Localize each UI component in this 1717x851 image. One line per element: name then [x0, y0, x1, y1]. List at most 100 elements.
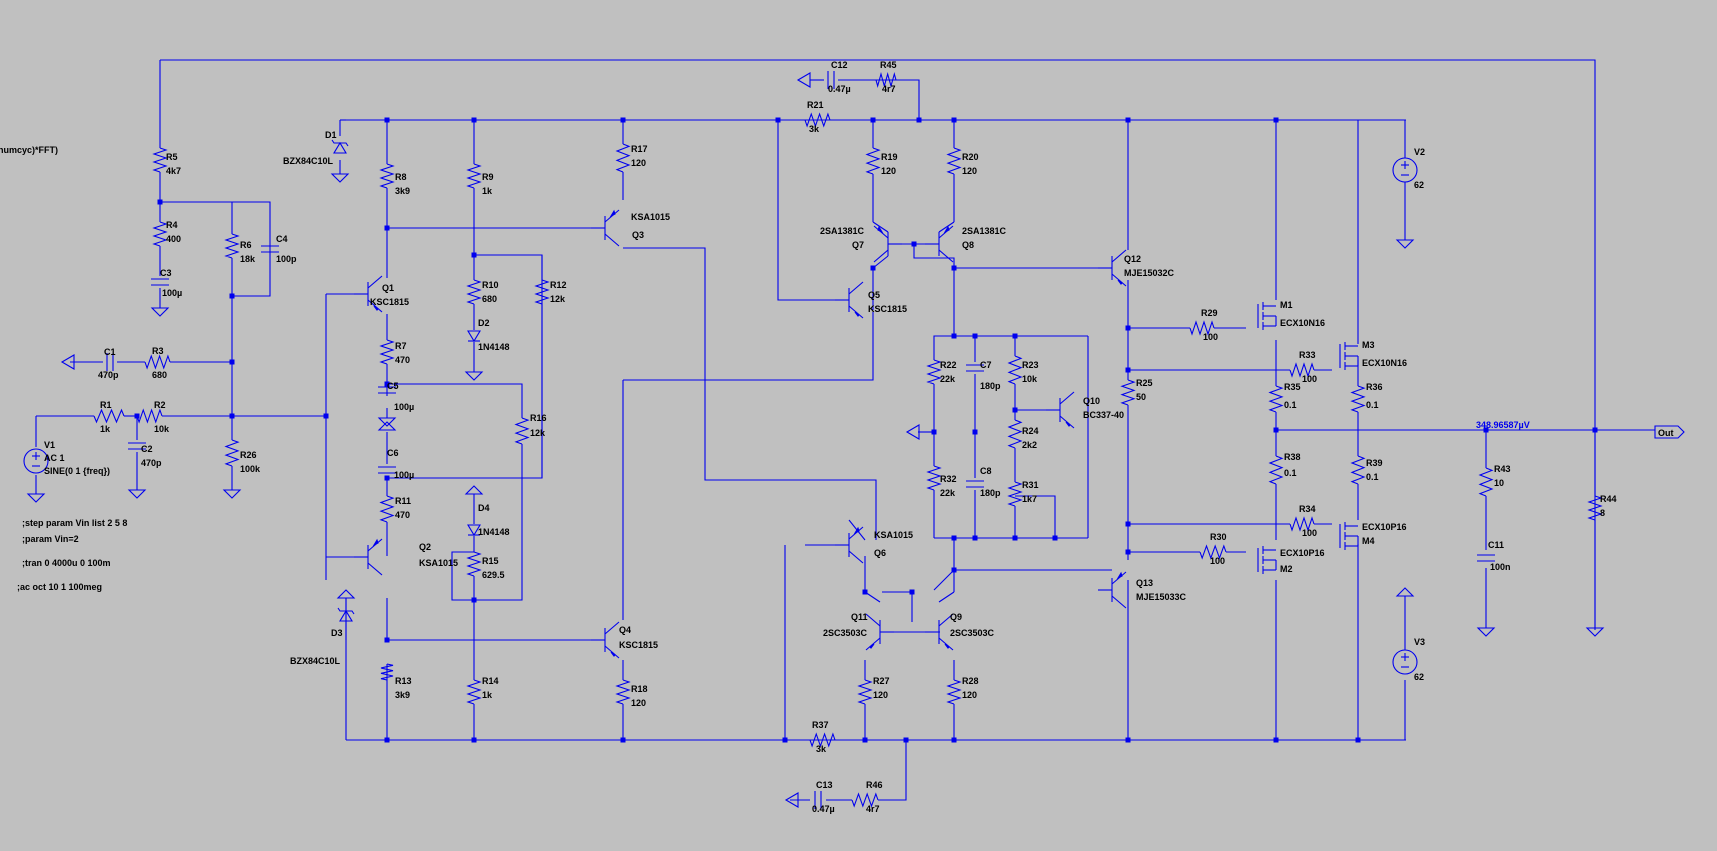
resistor-r12[interactable] [534, 279, 550, 305]
label-ref-r43[interactable]: R43 [1494, 464, 1511, 474]
resistor-r8[interactable] [379, 163, 395, 189]
label-value-q2[interactable]: KSA1015 [419, 558, 458, 568]
capacitor-c6[interactable] [378, 466, 396, 474]
label-ref-r28[interactable]: R28 [962, 676, 979, 686]
label-value-r12[interactable]: 12k [550, 294, 566, 304]
resistor-r29[interactable] [1189, 320, 1215, 336]
resistor-r11[interactable] [379, 495, 395, 523]
label-value-q4[interactable]: KSC1815 [619, 640, 658, 650]
label-value-v1[interactable]: AC 1 [44, 453, 65, 463]
mosfet-m1[interactable] [1257, 302, 1277, 330]
label-ref-c12[interactable]: C12 [831, 60, 848, 70]
label-ref-c1[interactable]: C1 [104, 347, 116, 357]
label-ref-r18[interactable]: R18 [631, 684, 648, 694]
label-ref-r23[interactable]: R23 [1022, 360, 1039, 370]
label-ref-r46[interactable]: R46 [866, 780, 883, 790]
label-ref-c13[interactable]: C13 [816, 780, 833, 790]
directive-param[interactable]: ;param Vin=2 [22, 534, 79, 544]
label-ref-r3[interactable]: R3 [152, 346, 164, 356]
label-ref-r34[interactable]: R34 [1299, 504, 1316, 514]
label-value-q7[interactable]: 2SA1381C [820, 226, 865, 236]
transistor-q12[interactable] [1098, 249, 1127, 287]
label-ref-r38[interactable]: R38 [1284, 452, 1301, 462]
zener-d1[interactable] [331, 139, 349, 154]
label-ref-c6[interactable]: C6 [387, 448, 399, 458]
resistor-r16[interactable] [514, 417, 530, 445]
label-value-c5[interactable]: 100µ [394, 402, 414, 412]
transistor-q13[interactable] [1098, 571, 1127, 609]
capacitor-c13[interactable] [814, 791, 822, 809]
label-ref-c5[interactable]: C5 [387, 381, 399, 391]
resistor-r35[interactable] [1268, 385, 1284, 413]
label-value-m1[interactable]: ECX10N16 [1280, 318, 1325, 328]
label-value-d3[interactable]: BZX84C10L [290, 656, 341, 666]
resistor-r21[interactable] [804, 112, 831, 128]
directive-tran[interactable]: ;tran 0 4000u 0 100m [22, 558, 111, 568]
resistor-r13[interactable] [380, 663, 394, 681]
resistor-r22[interactable] [926, 359, 942, 385]
directive-step[interactable]: ;step param Vin list 2 5 8 [22, 518, 127, 528]
label-ref-c2[interactable]: C2 [141, 444, 153, 454]
label-ref-q4[interactable]: Q4 [619, 625, 631, 635]
label-ref-r9[interactable]: R9 [482, 172, 494, 182]
label-value-r35[interactable]: 0.1 [1284, 400, 1297, 410]
label-ref-r45[interactable]: R45 [880, 60, 897, 70]
label-value-r34[interactable]: 100 [1302, 528, 1317, 538]
label-ref-v3[interactable]: V3 [1414, 637, 1425, 647]
label-ref-r16[interactable]: R16 [530, 413, 547, 423]
label-ref-m3[interactable]: M3 [1362, 340, 1375, 350]
resistor-r14[interactable] [466, 679, 482, 705]
bias-arrow[interactable] [905, 424, 920, 440]
label-value-q9[interactable]: 2SC3503C [950, 628, 995, 638]
label-value-d1[interactable]: BZX84C10L [283, 156, 334, 166]
label-value-r2[interactable]: 10k [154, 424, 170, 434]
label-ref-q13[interactable]: Q13 [1136, 578, 1153, 588]
label-ref-r30[interactable]: R30 [1210, 532, 1227, 542]
label-value-m3[interactable]: ECX10N16 [1362, 358, 1407, 368]
label-ref-d3[interactable]: D3 [331, 628, 343, 638]
label-value-r39[interactable]: 0.1 [1366, 472, 1379, 482]
transistor-q1[interactable] [354, 275, 383, 313]
resistor-r34[interactable] [1289, 516, 1315, 532]
label-ref-q12[interactable]: Q12 [1124, 254, 1141, 264]
supply-v3[interactable] [1395, 587, 1415, 597]
mosfet-m3[interactable] [1339, 342, 1359, 370]
capacitor-c8[interactable] [966, 480, 984, 488]
transistor-q2[interactable] [354, 538, 383, 576]
resistor-r28[interactable] [946, 679, 962, 705]
label-value-r9[interactable]: 1k [482, 186, 493, 196]
label-ref-r15[interactable]: R15 [482, 556, 499, 566]
label-ref-r32[interactable]: R32 [940, 474, 957, 484]
label-value-r5[interactable]: 4k7 [166, 166, 181, 176]
label-value-r23[interactable]: 10k [1022, 374, 1038, 384]
label-ref-q10[interactable]: Q10 [1083, 396, 1100, 406]
label-value-r44[interactable]: 8 [1600, 508, 1605, 518]
label-value-r27[interactable]: 120 [873, 690, 888, 700]
label-ref-m1[interactable]: M1 [1280, 300, 1293, 310]
label-value-q11[interactable]: 2SC3503C [823, 628, 868, 638]
capacitor-c12[interactable] [827, 71, 835, 89]
label-value-r43[interactable]: 10 [1494, 478, 1504, 488]
label-ref-q11[interactable]: Q11 [851, 612, 868, 622]
resistor-r44[interactable] [1587, 495, 1603, 521]
label-ref-v1[interactable]: V1 [44, 440, 55, 450]
label-ref-r12[interactable]: R12 [550, 280, 567, 290]
resistor-r39[interactable] [1350, 455, 1366, 485]
label-value-d4[interactable]: 1N4148 [478, 527, 510, 537]
label-ref-m4[interactable]: M4 [1362, 536, 1375, 546]
label-value-r17[interactable]: 120 [631, 158, 646, 168]
label-value-q13[interactable]: MJE15033C [1136, 592, 1187, 602]
capacitor-c4[interactable] [261, 245, 279, 253]
label-ref-r1[interactable]: R1 [100, 400, 112, 410]
label-ref-c11[interactable]: C11 [1488, 540, 1504, 550]
transistor-q4[interactable] [591, 621, 620, 659]
label-value-q1[interactable]: KSC1815 [370, 297, 409, 307]
ground-c11[interactable] [1476, 627, 1496, 637]
label-ref-c7[interactable]: C7 [980, 360, 992, 370]
label-ref-r21[interactable]: R21 [807, 100, 824, 110]
label-ref-r8[interactable]: R8 [395, 172, 407, 182]
label-value-q12[interactable]: MJE15032C [1124, 268, 1175, 278]
resistor-r1[interactable] [93, 408, 125, 424]
ground-d1[interactable] [330, 173, 350, 183]
resistor-r25[interactable] [1120, 379, 1136, 406]
